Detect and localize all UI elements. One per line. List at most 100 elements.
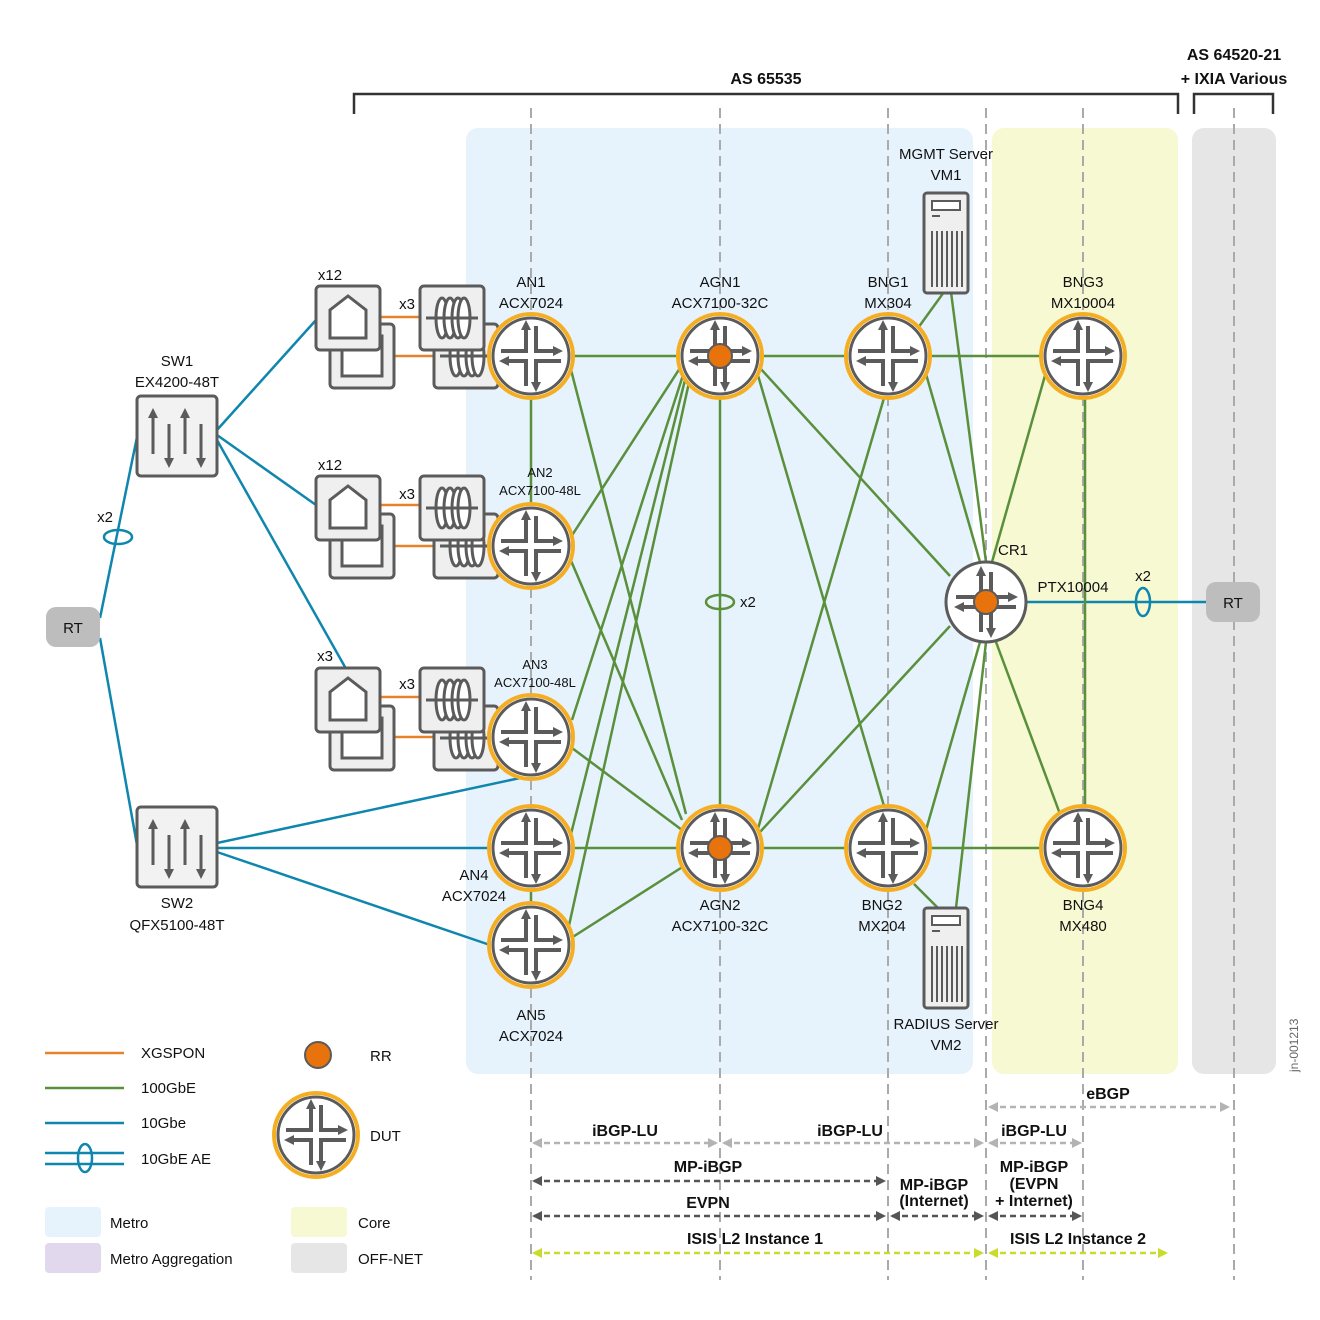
sw2-node[interactable]: SW2 QFX5100-48T [129,805,225,934]
legend-metro-aggregation-label: Metro Aggregation [110,1251,233,1268]
as-external-bracket: AS 64520-21 + IXIA Various [1181,47,1287,114]
router-body [491,506,571,586]
ibgp-lu-label-3: iBGP-LU [1001,1123,1067,1140]
link-rt-sw1 [98,436,139,619]
guide-lines [530,108,1235,1280]
agn1-name: AGN1 [700,274,741,291]
legend-xgspon-label: XGSPON [141,1045,205,1062]
link-bng4-cr1 [994,641,1062,815]
an2-router[interactable] [487,502,575,590]
figure-id: jn-001213 [1287,1018,1301,1073]
bng4-model: MX480 [1059,918,1107,935]
an4-name: AN4 [459,867,488,884]
legend-dut-label: DUT [370,1128,401,1145]
link-sw1-ont2 [216,433,317,507]
an3-name: AN3 [522,657,547,672]
link-bng1-cr1 [924,373,982,563]
ont-icon [314,284,382,352]
legend-core-label: Core [358,1215,391,1232]
agn2-router[interactable] [676,804,764,892]
link-agn1-cr1 [759,367,951,577]
protocol-sessions: eBGP iBGP-LU iBGP-LU iBGP-LU MP-iBGP EVP… [532,1086,1230,1258]
link-sw2-an5 [216,850,491,947]
link-bng2-cr1 [924,641,982,831]
rt-left-node[interactable]: RT [46,607,100,647]
server-icon [922,191,970,295]
bng2-router[interactable] [844,804,932,892]
bng4-name: BNG4 [1063,897,1104,914]
link-radius-cr1 [954,641,988,909]
switch-icon [135,805,219,889]
agn1-router[interactable] [676,312,764,400]
ebgp-label: eBGP [1086,1086,1130,1103]
ae-label-rt-sw1: x2 [97,509,113,526]
an4-router[interactable] [487,804,575,892]
an5-model: ACX7024 [499,1028,563,1045]
mgmt-server-node[interactable]: MGMT Server VM1 [899,146,993,295]
an1-model: ACX7024 [499,295,563,312]
legend-metro-label: Metro [110,1215,148,1232]
rt-left-label: RT [63,620,83,637]
router-body [848,316,928,396]
link-an3-agn1 [570,371,686,721]
legend-dut-icon [272,1091,360,1179]
radius-server-node[interactable]: RADIUS Server VM2 [893,906,999,1054]
radius-server-name: RADIUS Server [893,1016,998,1033]
cr1-router[interactable] [944,560,1028,644]
olt-icon [418,474,486,542]
rt-right-node[interactable]: RT [1206,582,1260,622]
ont-count: x12 [318,267,342,284]
links-10gbe [98,319,1206,947]
an1-router[interactable] [487,312,575,400]
bng1-model: MX304 [864,295,912,312]
link-an5-agn2 [567,864,685,942]
an1-name: AN1 [516,274,545,291]
link-agn2-bng1 [755,397,886,833]
router-body [491,905,571,985]
sw1-name: SW1 [161,353,194,370]
link-an5-agn1 [566,377,692,931]
legend-core-swatch [291,1207,347,1237]
router-body [491,697,571,777]
ont-count: x3 [317,648,333,665]
ont-icon [314,474,382,542]
legend-offnet-label: OFF-NET [358,1251,423,1268]
legend-rr-label: RR [370,1048,392,1065]
legend-10gbe-ae-swatch [45,1142,124,1174]
link-sw1-ont1 [216,319,317,431]
link-sw1-ont3 [215,439,347,668]
router-body [491,316,571,396]
evpn-label: EVPN [686,1195,730,1212]
cr1-name: CR1 [998,542,1028,559]
access-group-2: x12 x3 [314,457,500,580]
agn1-model: ACX7100-32C [672,295,769,312]
an3-router[interactable] [487,693,575,781]
bng4-router[interactable] [1039,804,1127,892]
as-main-label: AS 65535 [730,71,801,88]
links-100gbe [529,291,1087,942]
access-group-1: x12 x3 [314,267,500,390]
mp-ibgp-internet-label-2: (Internet) [899,1193,968,1210]
an5-router[interactable] [487,901,575,989]
sw1-node[interactable]: SW1 EX4200-48T [135,353,219,478]
an4-model: ACX7024 [442,888,506,905]
legend-100gbe-label: 100GbE [141,1080,196,1097]
bng3-router[interactable] [1039,312,1127,400]
radius-server-vm: VM2 [931,1037,962,1054]
ae-ring-rt-sw1 [102,528,134,546]
mgmt-server-name: MGMT Server [899,146,993,163]
bng1-router[interactable] [844,312,932,400]
mp-ibgp-internet-label-1: MP-iBGP [900,1177,969,1194]
cr1-model: PTX10004 [1038,579,1109,596]
legend: XGSPON 100GbE 10Gbe 10GbE AE RR DUT Metr… [45,1041,423,1273]
route-reflector-icon [707,835,733,861]
olt-icon [418,666,486,734]
route-reflector-icon [707,343,733,369]
isis-instance-2-label: ISIS L2 Instance 2 [1010,1231,1146,1248]
ibgp-lu-label-2: iBGP-LU [817,1123,883,1140]
ae-label-cr1-rt: x2 [1135,568,1151,585]
an3-model: ACX7100-48L [494,675,576,690]
links-xgspon [380,315,434,739]
ae-label-agn: x2 [740,594,756,611]
